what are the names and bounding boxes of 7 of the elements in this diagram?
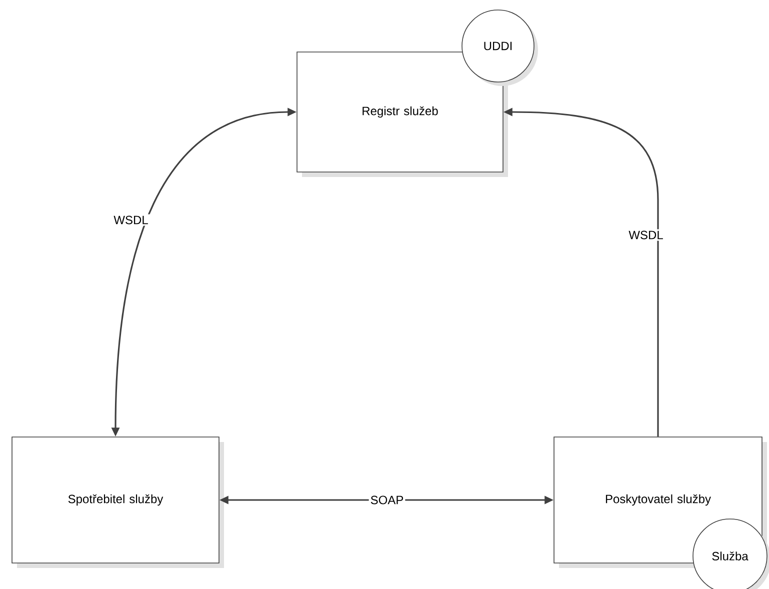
edge-label: SOAP (368, 494, 406, 506)
edge-label: WSDL (627, 229, 665, 241)
process-box: Spotřebitel služby (12, 436, 224, 568)
circle-label: UDDI (462, 10, 538, 86)
process-box: Registr služeb (296, 52, 508, 177)
edge-label: WSDL (112, 214, 150, 226)
circle-label: Služba (692, 518, 769, 589)
